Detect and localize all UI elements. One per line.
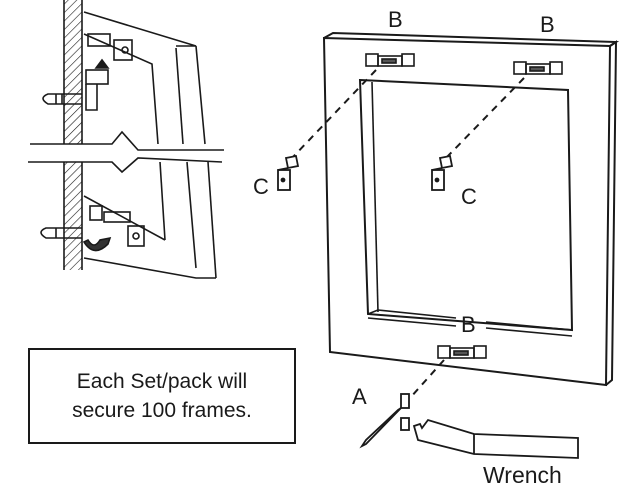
hook-a (359, 393, 410, 449)
wall-lower (64, 162, 82, 270)
rotate-arrow-icon (82, 236, 112, 252)
wall-side-detail (28, 0, 224, 279)
lower-bracket (89, 205, 103, 221)
label-a: A (352, 384, 367, 409)
upper-bracket (87, 33, 111, 47)
label-c-left: C (253, 174, 269, 199)
label-b-bottom: B (461, 312, 476, 337)
wrench-icon (412, 418, 579, 459)
wall-upper (64, 0, 82, 144)
leader-b-to-c-center (445, 77, 525, 159)
caption-line-1: Each Set/pack will (76, 370, 248, 393)
leader-b-to-a (409, 359, 445, 399)
caption-line-2: secure 100 frames. (72, 399, 252, 422)
hanger-c-left (277, 154, 300, 191)
hanger-c-center (431, 154, 454, 191)
leader-lines (291, 69, 525, 399)
caption-box: Each Set/pack will secure 100 frames. (28, 348, 296, 444)
break-line-lower (28, 157, 223, 174)
bracket-b-top-right (513, 61, 563, 75)
bracket-b-top-left (365, 53, 415, 67)
wall-anchor-upper (42, 93, 82, 105)
break-line-upper (30, 130, 224, 151)
label-wrench: Wrench (483, 462, 562, 488)
label-b-top-left: B (388, 7, 403, 32)
label-c-center: C (461, 184, 477, 209)
arrow-up-icon (94, 58, 110, 69)
label-b-top-right: B (540, 12, 555, 37)
wall-anchor-lower (40, 227, 82, 239)
frame-back-view (322, 31, 620, 387)
bracket-b-bottom (437, 345, 487, 359)
